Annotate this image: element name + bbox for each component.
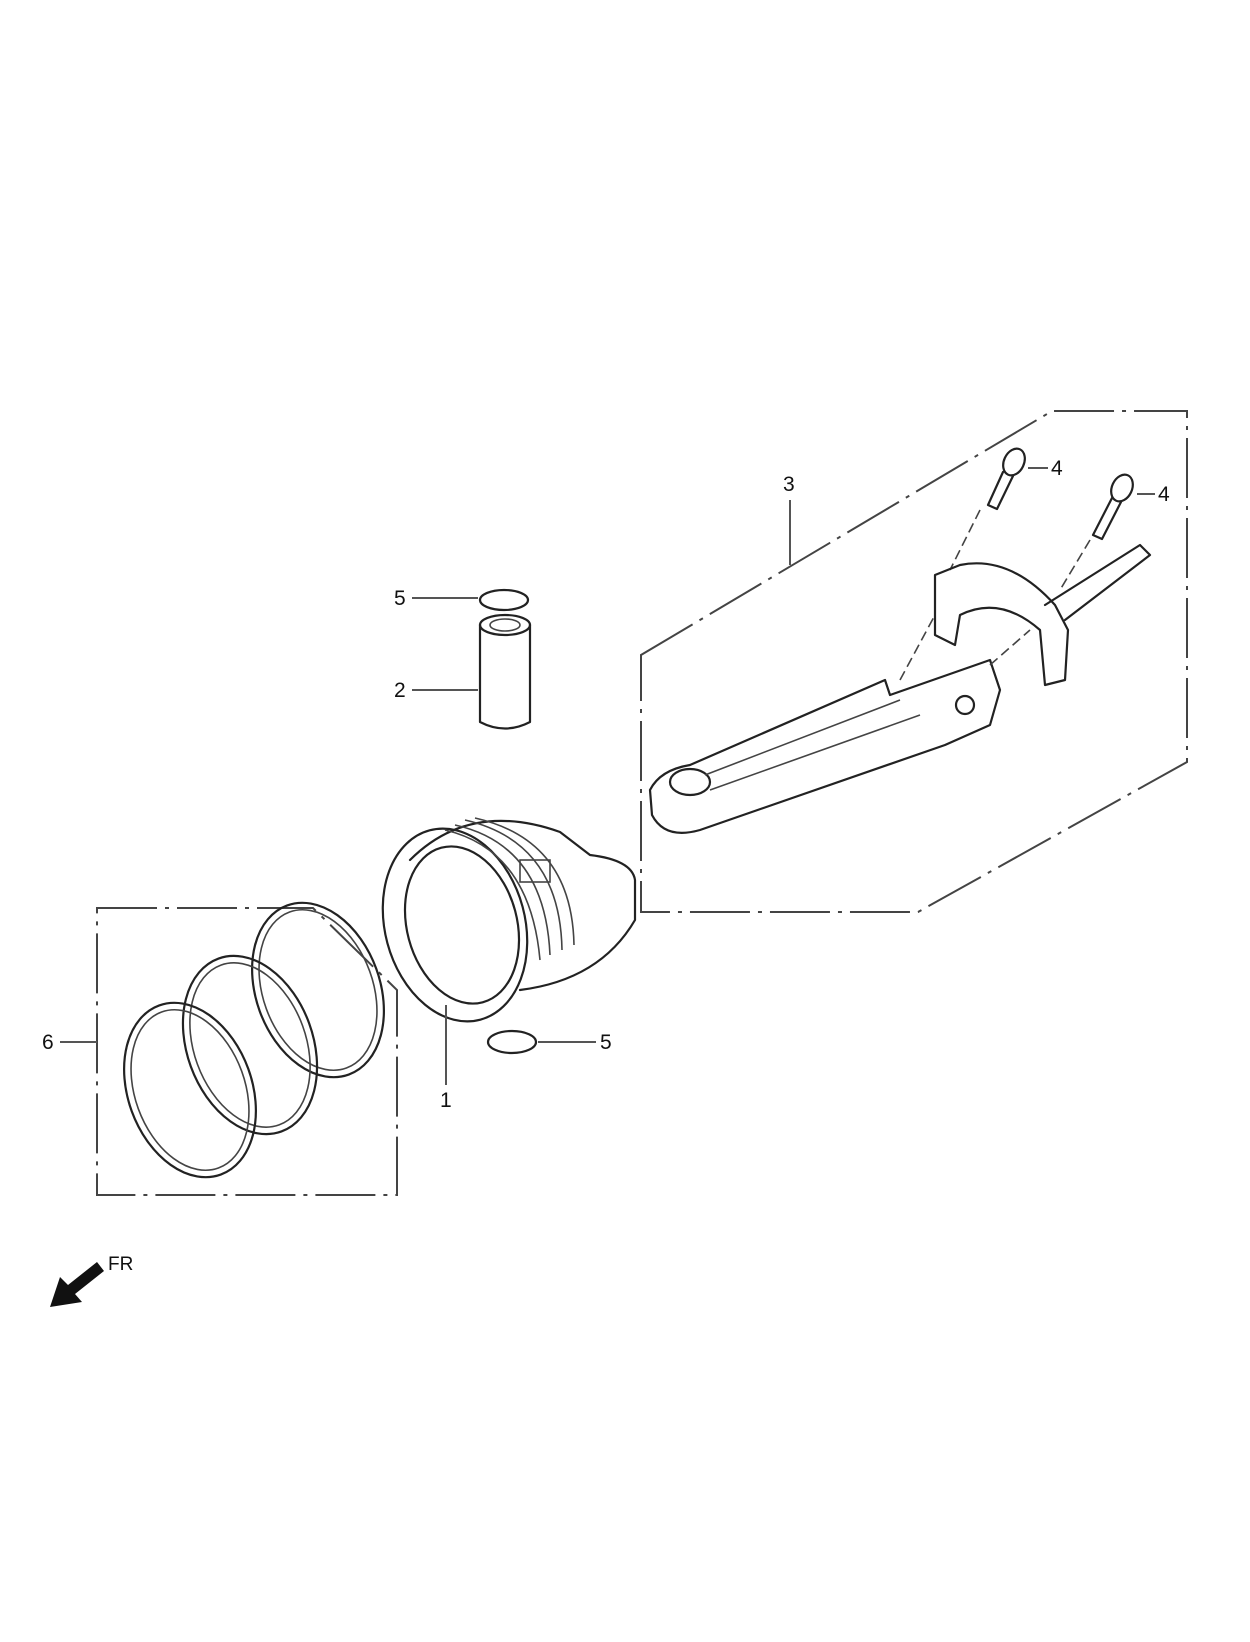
clip-bottom: [486, 1029, 538, 1055]
callout-2: 2: [394, 679, 406, 702]
callout-4a: 4: [1051, 457, 1063, 480]
arrow-down-left-icon: [50, 1262, 104, 1307]
connecting-rod: [648, 658, 1002, 834]
rod-bolt-b: [1059, 473, 1134, 591]
callout-5-top: 5: [394, 587, 406, 610]
callout-5-bottom: 5: [600, 1031, 612, 1054]
callout-4b: 4: [1158, 483, 1170, 506]
piston-rings: [123, 901, 385, 1179]
front-direction-label: FR: [108, 1254, 134, 1275]
callout-6: 6: [42, 1031, 54, 1054]
piston-ring-set-box: [96, 907, 398, 1196]
callout-3: 3: [783, 473, 795, 496]
piston: [381, 817, 637, 1023]
rod-cap: [933, 562, 1070, 687]
connecting-rod-set-box: [640, 410, 1188, 913]
rod-bolt-a: [949, 447, 1026, 571]
piston-pin: [478, 613, 532, 730]
callout-1: 1: [440, 1089, 452, 1112]
clip-top: [478, 588, 530, 612]
